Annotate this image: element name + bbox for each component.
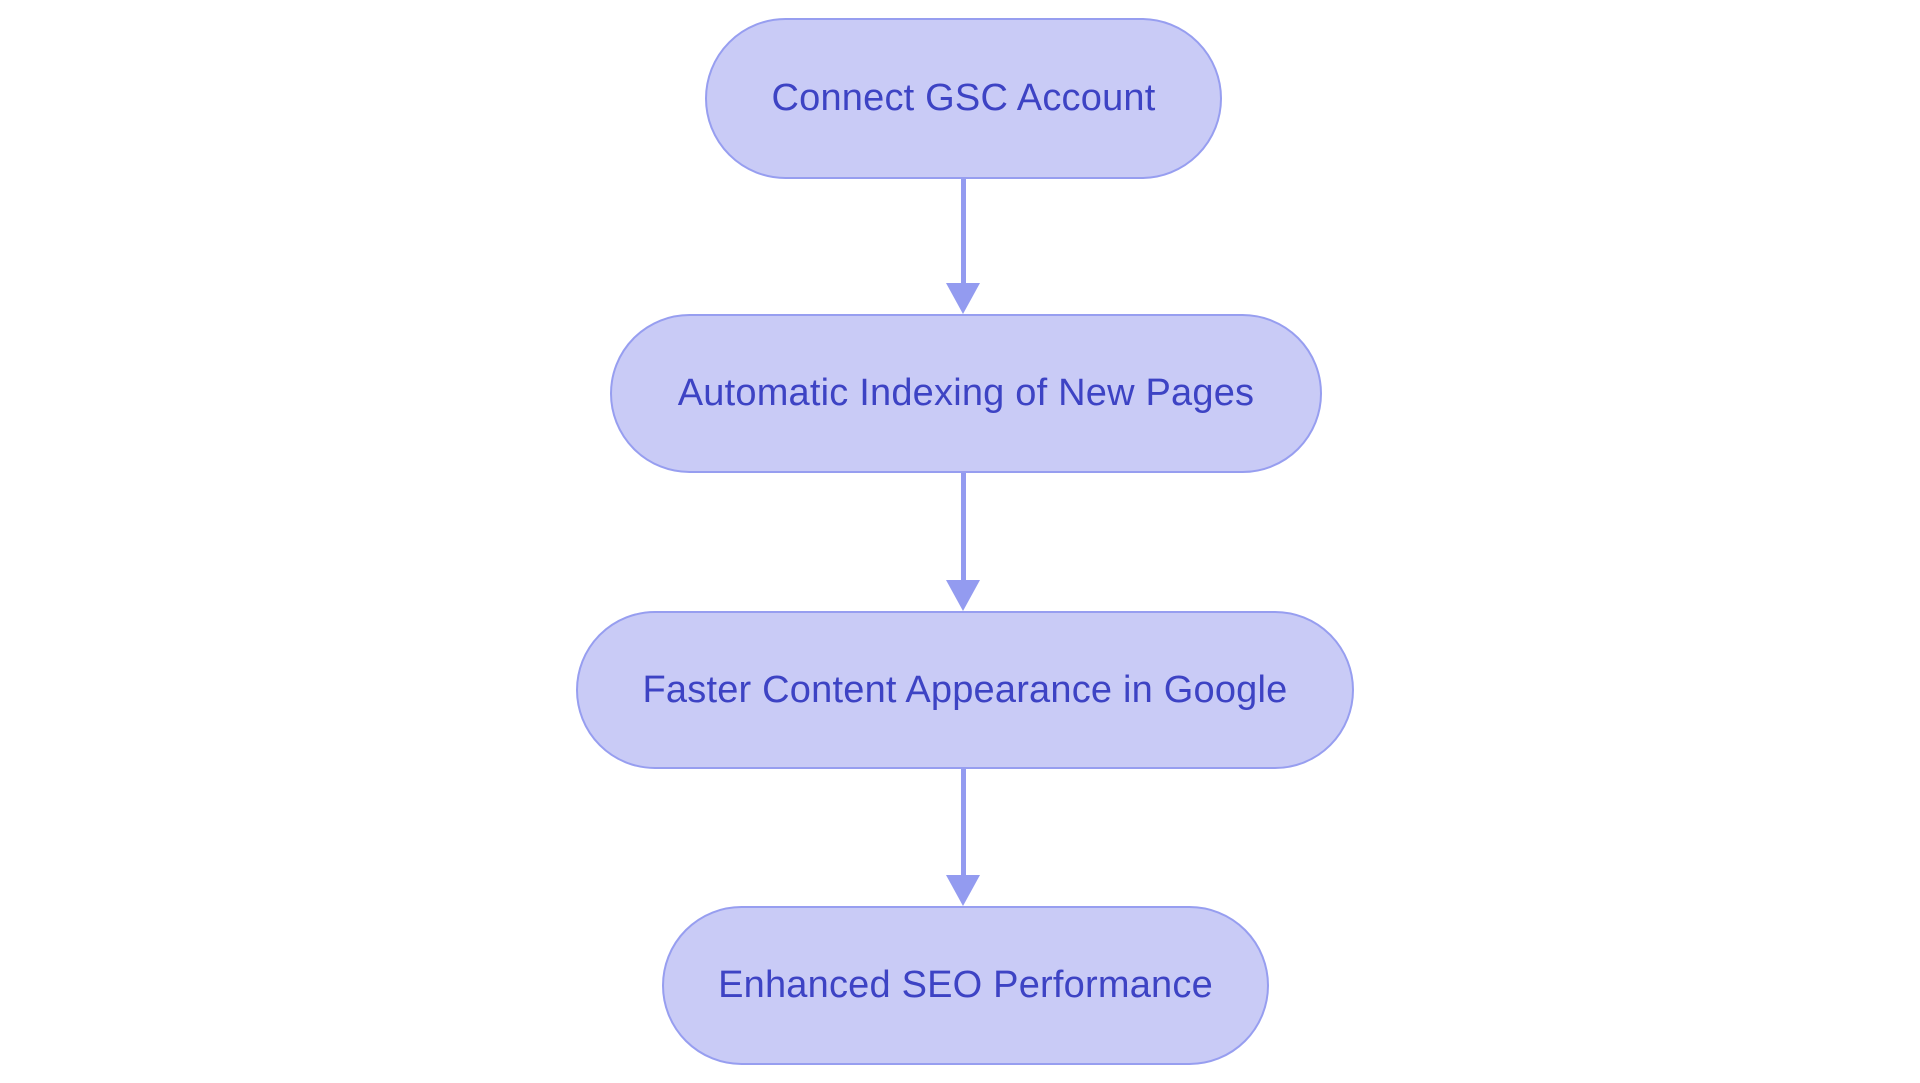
node-label: Connect GSC Account (771, 77, 1156, 119)
arrow-connector-2 (946, 473, 980, 611)
arrow-head-icon (946, 283, 980, 314)
node-label: Enhanced SEO Performance (718, 964, 1213, 1006)
arrow-head-icon (946, 875, 980, 906)
node-connect-gsc-account: Connect GSC Account (705, 18, 1222, 179)
arrow-head-icon (946, 580, 980, 611)
arrow-connector-3 (946, 769, 980, 906)
node-label: Automatic Indexing of New Pages (677, 372, 1255, 414)
arrow-stem (960, 179, 966, 283)
arrow-stem (960, 473, 966, 580)
arrow-connector-1 (946, 179, 980, 314)
node-automatic-indexing: Automatic Indexing of New Pages (610, 314, 1322, 473)
arrow-stem (960, 769, 966, 875)
node-label: Faster Content Appearance in Google (642, 668, 1288, 711)
node-enhanced-seo-performance: Enhanced SEO Performance (662, 906, 1269, 1065)
node-faster-content-appearance: Faster Content Appearance in Google (576, 611, 1354, 769)
